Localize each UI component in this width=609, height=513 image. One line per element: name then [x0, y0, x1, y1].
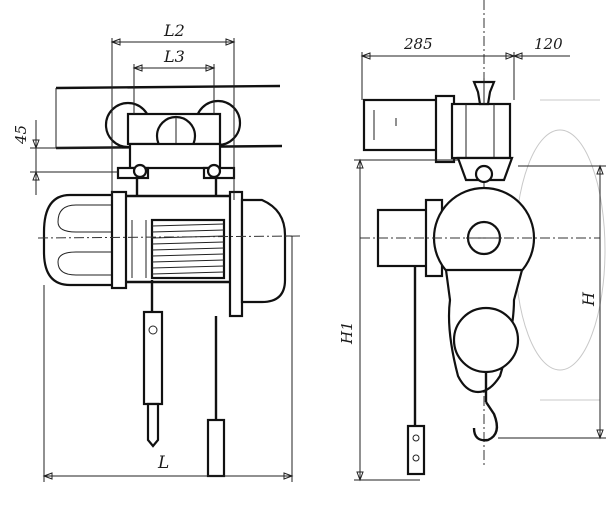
- hook-assembly: [142, 280, 226, 478]
- side-hook-block: [444, 268, 524, 442]
- label-h: H: [579, 291, 598, 307]
- drum-frame: [110, 190, 244, 318]
- label-120: 120: [534, 35, 563, 53]
- gearbox: [240, 198, 292, 304]
- rope-drum: [131, 218, 226, 280]
- drum-centerline: [37, 235, 301, 239]
- side-trolley-bracket: [456, 156, 514, 184]
- hoist-motor: [42, 193, 120, 287]
- front-view: L2 L3 45 L: [12, 21, 301, 482]
- label-l2: L2: [163, 21, 185, 40]
- label-45: 45: [12, 125, 30, 145]
- label-l3: L3: [163, 47, 185, 66]
- label-l: L: [157, 453, 169, 473]
- dimension-l: [42, 236, 294, 482]
- trolley-motor: [362, 78, 512, 164]
- dimension-h1: [354, 158, 458, 482]
- dimension-l2: [110, 38, 236, 200]
- dimension-285-120: [360, 52, 570, 100]
- dimension-l3: [132, 64, 216, 114]
- trolley-frame: [116, 142, 236, 196]
- side-view: 285 120 H H1: [338, 0, 606, 482]
- side-rope-weight: [406, 266, 426, 476]
- dimension-h: [498, 164, 606, 440]
- dimension-45: [30, 120, 122, 195]
- label-285: 285: [403, 35, 433, 53]
- label-h1: H1: [338, 321, 356, 345]
